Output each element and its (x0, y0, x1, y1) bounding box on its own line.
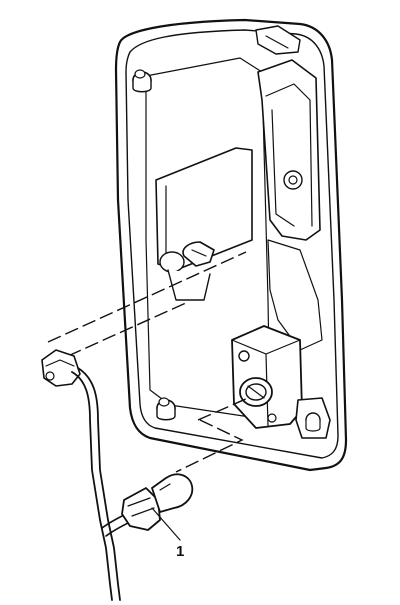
bulb (151, 473, 194, 513)
upper-mounting-stud (132, 69, 152, 93)
callout-label-1: 1 (176, 543, 184, 560)
lower-left-mounting-stud (156, 397, 176, 421)
bulb-socket (121, 487, 161, 531)
wiring-harness (41, 349, 131, 601)
upper-socket-panel (155, 147, 253, 301)
housing-side-bracket (257, 59, 323, 351)
callout-1: 1 (151, 507, 184, 560)
alignment-lines (47, 251, 249, 473)
lower-right-mounting-stud (295, 397, 331, 439)
lower-socket-block (231, 325, 303, 429)
